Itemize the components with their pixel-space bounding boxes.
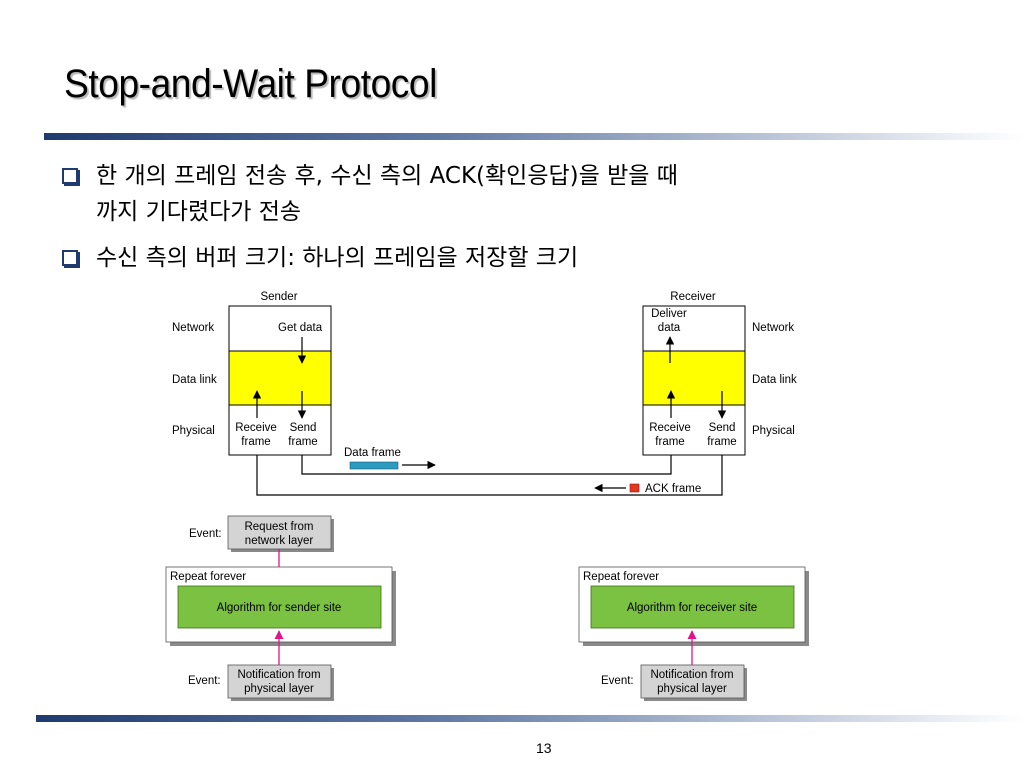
receiver-algorithm-label: Algorithm for receiver site — [627, 602, 757, 614]
sender-get-data: Get data — [278, 322, 323, 334]
sender-send-frame-line-2: frame — [288, 436, 317, 448]
sender-notification-event-label: Event: — [188, 675, 221, 687]
sender-send-frame-line-1: Send — [290, 422, 317, 434]
receiver-deliver-line-1: Deliver — [651, 308, 687, 320]
ack-frame-label: ACK frame — [645, 483, 701, 495]
receiver-physical-label: Physical — [752, 425, 795, 437]
sender-heading: Sender — [260, 291, 297, 303]
page-number: 13 — [536, 740, 552, 756]
receiver-repeat-label: Repeat forever — [583, 571, 659, 583]
data-frame-label: Data frame — [344, 447, 401, 459]
bullet-1-line-1: 한 개의 프레임 전송 후, 수신 측의 ACK(확인응답)을 받을 때 — [96, 163, 678, 189]
receiver-stack: Receiver Network Data link Physical Deli… — [642, 291, 797, 456]
sender-receive-frame-line-2: frame — [241, 436, 270, 448]
receiver-notification-line-2: physical layer — [657, 683, 727, 695]
slide-title: Stop-and-Wait Protocol — [64, 62, 437, 106]
receiver-notification-box — [640, 664, 745, 699]
sender-network-label: Network — [172, 322, 214, 334]
bullet-1-line-2: 까지 기다렸다가 전송 — [96, 199, 302, 225]
sender-notification-line-1: Notification from — [237, 669, 320, 681]
receiver-send-frame-line-1: Send — [709, 422, 736, 434]
sender-request-event-label: Event: — [189, 528, 222, 540]
receiver-heading: Receiver — [670, 291, 716, 303]
sender-notification-box — [227, 664, 332, 699]
footer-rule — [36, 715, 1024, 722]
sender-site-algorithm: Event: Request from network layer Repeat… — [165, 515, 396, 701]
sender-receive-frame-line-1: Receive — [235, 422, 277, 434]
request-event-box — [227, 515, 332, 550]
receiver-receive-frame-line-2: frame — [655, 436, 684, 448]
sender-repeat-label: Repeat forever — [170, 571, 246, 583]
sender-algorithm-label: Algorithm for sender site — [217, 602, 342, 614]
receiver-network-label: Network — [752, 322, 794, 334]
sender-stack: Sender Network Data link Physical Get da… — [172, 291, 332, 456]
sender-algorithm-box — [177, 585, 382, 629]
receiver-algorithm-box — [590, 585, 795, 629]
sender-notification-line-2: physical layer — [244, 683, 314, 695]
checkbox-bullet-icon — [62, 250, 78, 266]
receiver-notification-event-label: Event: — [601, 675, 634, 687]
receiver-deliver-line-2: data — [658, 322, 681, 334]
receiver-receive-frame-line-1: Receive — [649, 422, 691, 434]
receiver-notification-line-1: Notification from — [650, 669, 733, 681]
request-event-line-2: network layer — [245, 535, 314, 547]
ack-frame-link — [256, 455, 723, 496]
bullet-2-line-1: 수신 측의 버퍼 크기: 하나의 프레임을 저장할 크기 — [96, 245, 579, 271]
data-frame-link — [301, 455, 672, 475]
ack-frame-packet — [629, 483, 640, 493]
receiver-data-link-layer — [642, 350, 746, 406]
data-frame-packet — [349, 461, 399, 470]
title-rule — [44, 133, 1024, 140]
request-event-line-1: Request from — [244, 521, 313, 533]
receiver-site-algorithm: Repeat forever Algorithm for receiver si… — [578, 566, 809, 701]
sender-data-link-layer — [228, 350, 332, 406]
checkbox-bullet-icon — [62, 168, 78, 184]
receiver-send-frame-line-2: frame — [707, 436, 736, 448]
receiver-data-link-label: Data link — [752, 374, 797, 386]
sender-data-link-label: Data link — [172, 374, 217, 386]
sender-physical-label: Physical — [172, 425, 215, 437]
